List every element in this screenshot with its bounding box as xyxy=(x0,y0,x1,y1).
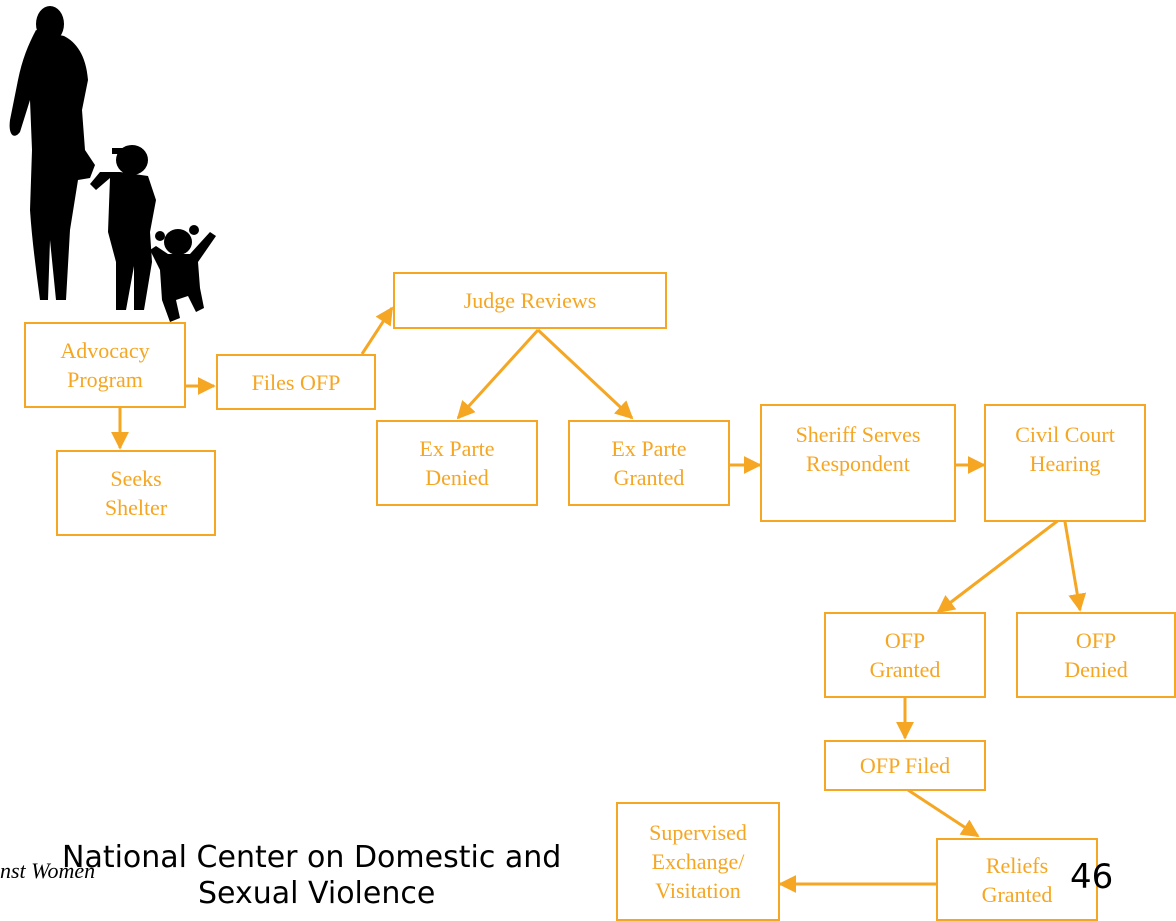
node-label: Judge Reviews xyxy=(463,288,597,313)
arrow-files-to-judge xyxy=(360,306,394,355)
node-label: OFP Filed xyxy=(859,753,951,778)
arrow-filed-to-reliefs xyxy=(907,788,980,838)
node-label: Shelter xyxy=(104,495,168,520)
node-label: Sheriff Serves xyxy=(795,422,921,447)
arrow-judge-to-granted xyxy=(536,328,634,420)
node-label: OFP xyxy=(1075,628,1117,653)
node-ofp-filed: OFP Filed xyxy=(824,740,986,791)
node-label: Visitation xyxy=(655,878,741,903)
node-label: Granted xyxy=(981,881,1053,907)
node-label: Civil Court xyxy=(1015,422,1115,447)
node-label: Files OFP xyxy=(251,369,341,395)
node-label: Exchange/ xyxy=(651,849,745,874)
node-ofp-denied: OFP Denied xyxy=(1016,612,1176,698)
arrow-hearing-to-ofp-denied xyxy=(1062,515,1087,612)
page-number: 46 xyxy=(1070,857,1114,897)
footer-left-fragment: nst Women xyxy=(0,858,96,883)
node-label: Advocacy xyxy=(60,338,150,363)
node-label: Seeks xyxy=(110,466,162,491)
node-advocacy-program: Advocacy Program xyxy=(24,322,186,408)
node-label: Hearing xyxy=(1029,451,1101,476)
node-supervised-exchange: Supervised Exchange/ Visitation xyxy=(616,802,780,921)
node-label: Denied xyxy=(425,465,489,490)
node-reliefs-granted: Reliefs Granted xyxy=(936,838,1098,921)
node-seeks-shelter: Seeks Shelter xyxy=(56,450,216,536)
node-label: Supervised xyxy=(649,820,747,845)
arrow-judge-to-denied xyxy=(456,328,540,420)
node-label: Ex Parte xyxy=(419,436,495,461)
node-sheriff-serves: Sheriff Serves Respondent xyxy=(760,404,956,522)
node-label: Respondent xyxy=(806,451,910,476)
node-judge-reviews: Judge Reviews xyxy=(393,272,667,329)
arrow-hearing-to-ofp-granted xyxy=(936,514,1065,614)
node-label: Denied xyxy=(1064,657,1128,682)
node-files-ofp: Files OFP xyxy=(216,354,376,410)
node-civil-court-hearing: Civil Court Hearing xyxy=(984,404,1146,522)
node-ex-parte-granted: Ex Parte Granted xyxy=(568,420,730,506)
node-ofp-granted: OFP Granted xyxy=(824,612,986,698)
node-label: Reliefs xyxy=(985,852,1049,878)
footer-org-line2: Sexual Violence xyxy=(198,876,436,911)
family-silhouette-image xyxy=(9,6,216,322)
node-label: Ex Parte xyxy=(611,436,687,461)
node-label: OFP xyxy=(884,628,926,653)
node-ex-parte-denied: Ex Parte Denied xyxy=(376,420,538,506)
node-label: Granted xyxy=(613,465,685,490)
footer-org-line1: National Center on Domestic and xyxy=(62,840,562,875)
node-label: Granted xyxy=(869,657,941,682)
node-label: Program xyxy=(67,367,143,392)
